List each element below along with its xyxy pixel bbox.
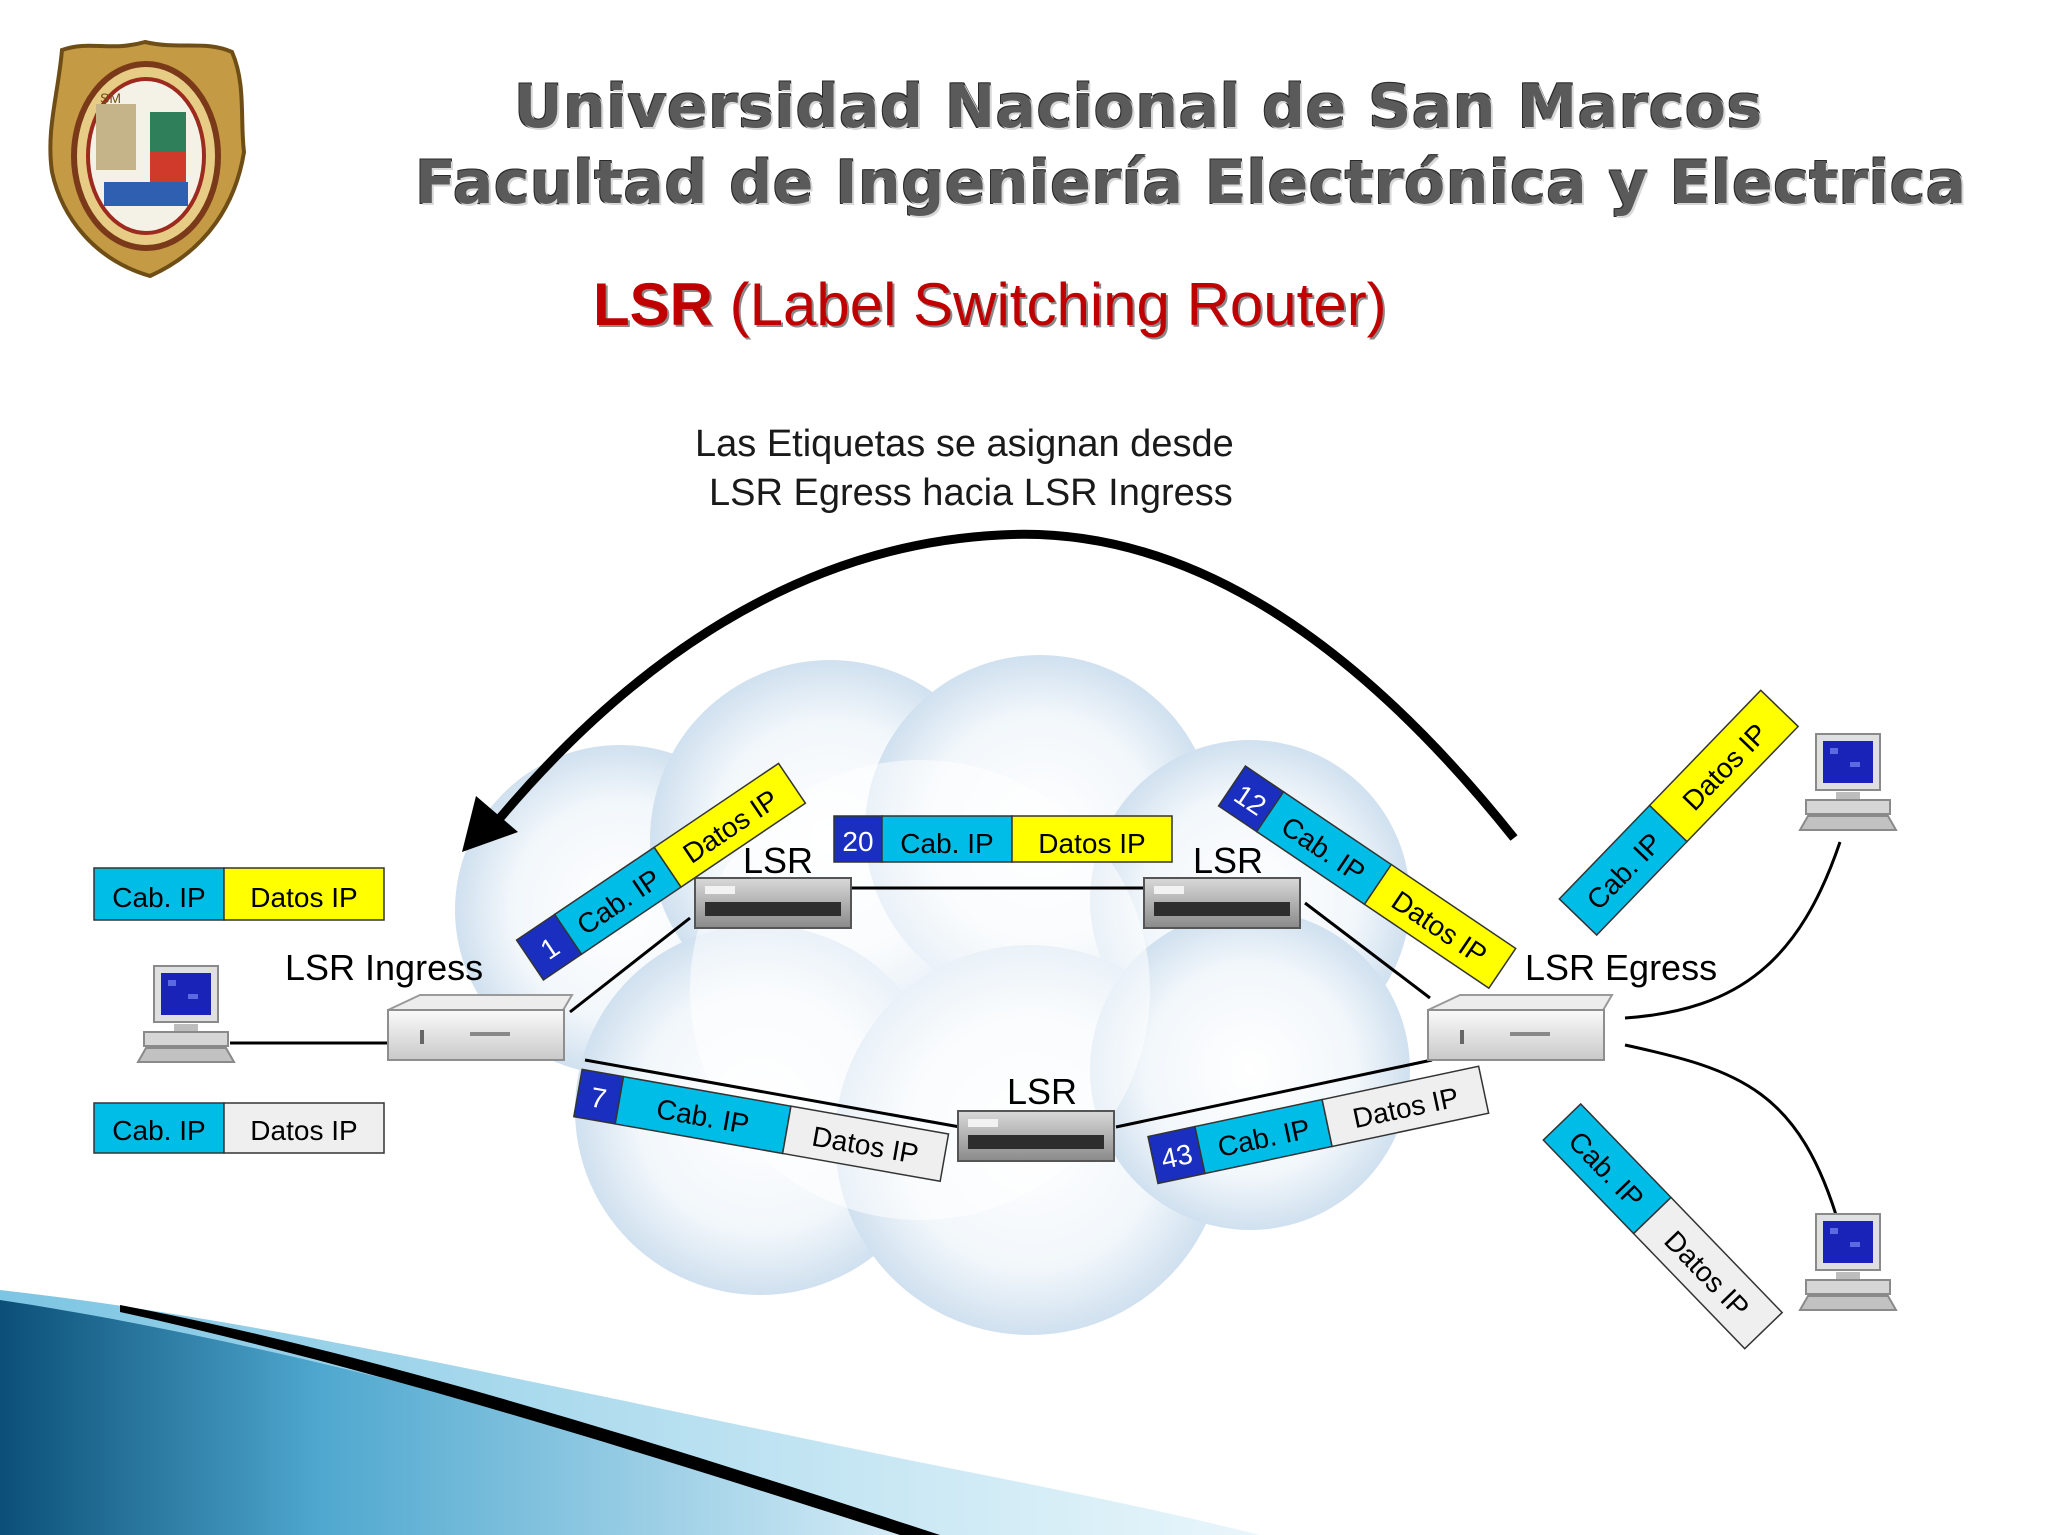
note-line-2: LSR Egress hacia LSR Ingress bbox=[709, 472, 1233, 514]
packet-label-text: 20 bbox=[842, 826, 873, 857]
packet-payload-text: Datos IP bbox=[250, 1115, 357, 1146]
slide-title-abbr: LSR bbox=[593, 271, 713, 338]
label-assignment-arrow bbox=[462, 529, 1518, 852]
lsr-bottom-label: LSR bbox=[1007, 1071, 1078, 1112]
lsr-switch-top-left bbox=[694, 877, 852, 929]
packet-payload-text: Datos IP bbox=[250, 882, 357, 913]
network-cloud bbox=[455, 655, 1410, 1335]
host-computer-right-bottom-icon bbox=[1799, 1213, 1897, 1311]
university-crest-logo: SM bbox=[48, 39, 247, 279]
packet-label-43: 43 Cab. IP Datos IP bbox=[1147, 1065, 1490, 1185]
lsr-egress-router bbox=[1427, 994, 1614, 1061]
network-links bbox=[230, 841, 1842, 1229]
university-name: Universidad Nacional de San Marcos bbox=[514, 72, 1763, 142]
slide-title-full: (Label Switching Router) bbox=[713, 271, 1387, 338]
faculty-name: Facultad de Ingeniería Electrónica y Ele… bbox=[415, 148, 1967, 218]
packet-label-text: 7 bbox=[588, 1082, 609, 1115]
lsr-egress-label: LSR Egress bbox=[1525, 947, 1718, 988]
lsr-top-left-label: LSR bbox=[743, 840, 814, 881]
lsr-switch-bottom bbox=[957, 1110, 1115, 1162]
note-line-1: Las Etiquetas se asignan desde bbox=[695, 423, 1234, 465]
packet-label-7: 7 Cab. IP Datos IP bbox=[572, 1068, 950, 1183]
svg-text:SM: SM bbox=[100, 90, 121, 106]
lsr-switch-top-right bbox=[1143, 877, 1301, 929]
packet-label-text: 43 bbox=[1158, 1138, 1195, 1175]
lsr-top-right-label: LSR bbox=[1193, 840, 1264, 881]
packet-left-bottom: Cab. IP Datos IP bbox=[93, 1102, 385, 1154]
packet-left-top: Cab. IP Datos IP bbox=[93, 867, 385, 921]
packet-right-top: Cab. IP Datos IP bbox=[1558, 689, 1800, 937]
packet-header-text: Cab. IP bbox=[900, 828, 993, 859]
host-computer-left-icon bbox=[137, 965, 235, 1063]
packet-right-bottom: Cab. IP Datos IP bbox=[1542, 1102, 1784, 1350]
host-computer-right-top-icon bbox=[1799, 733, 1897, 831]
slide-title: LSR (Label Switching Router) bbox=[593, 270, 1387, 339]
slide-swoosh-decoration bbox=[0, 1290, 1260, 1535]
packet-header-text: Cab. IP bbox=[112, 1115, 205, 1146]
packet-payload-text: Datos IP bbox=[1038, 828, 1145, 859]
lsr-ingress-router bbox=[387, 994, 574, 1061]
packet-header-text: Cab. IP bbox=[112, 882, 205, 913]
lsr-ingress-label: LSR Ingress bbox=[285, 947, 484, 988]
packet-label-20: 20 Cab. IP Datos IP bbox=[833, 815, 1173, 863]
